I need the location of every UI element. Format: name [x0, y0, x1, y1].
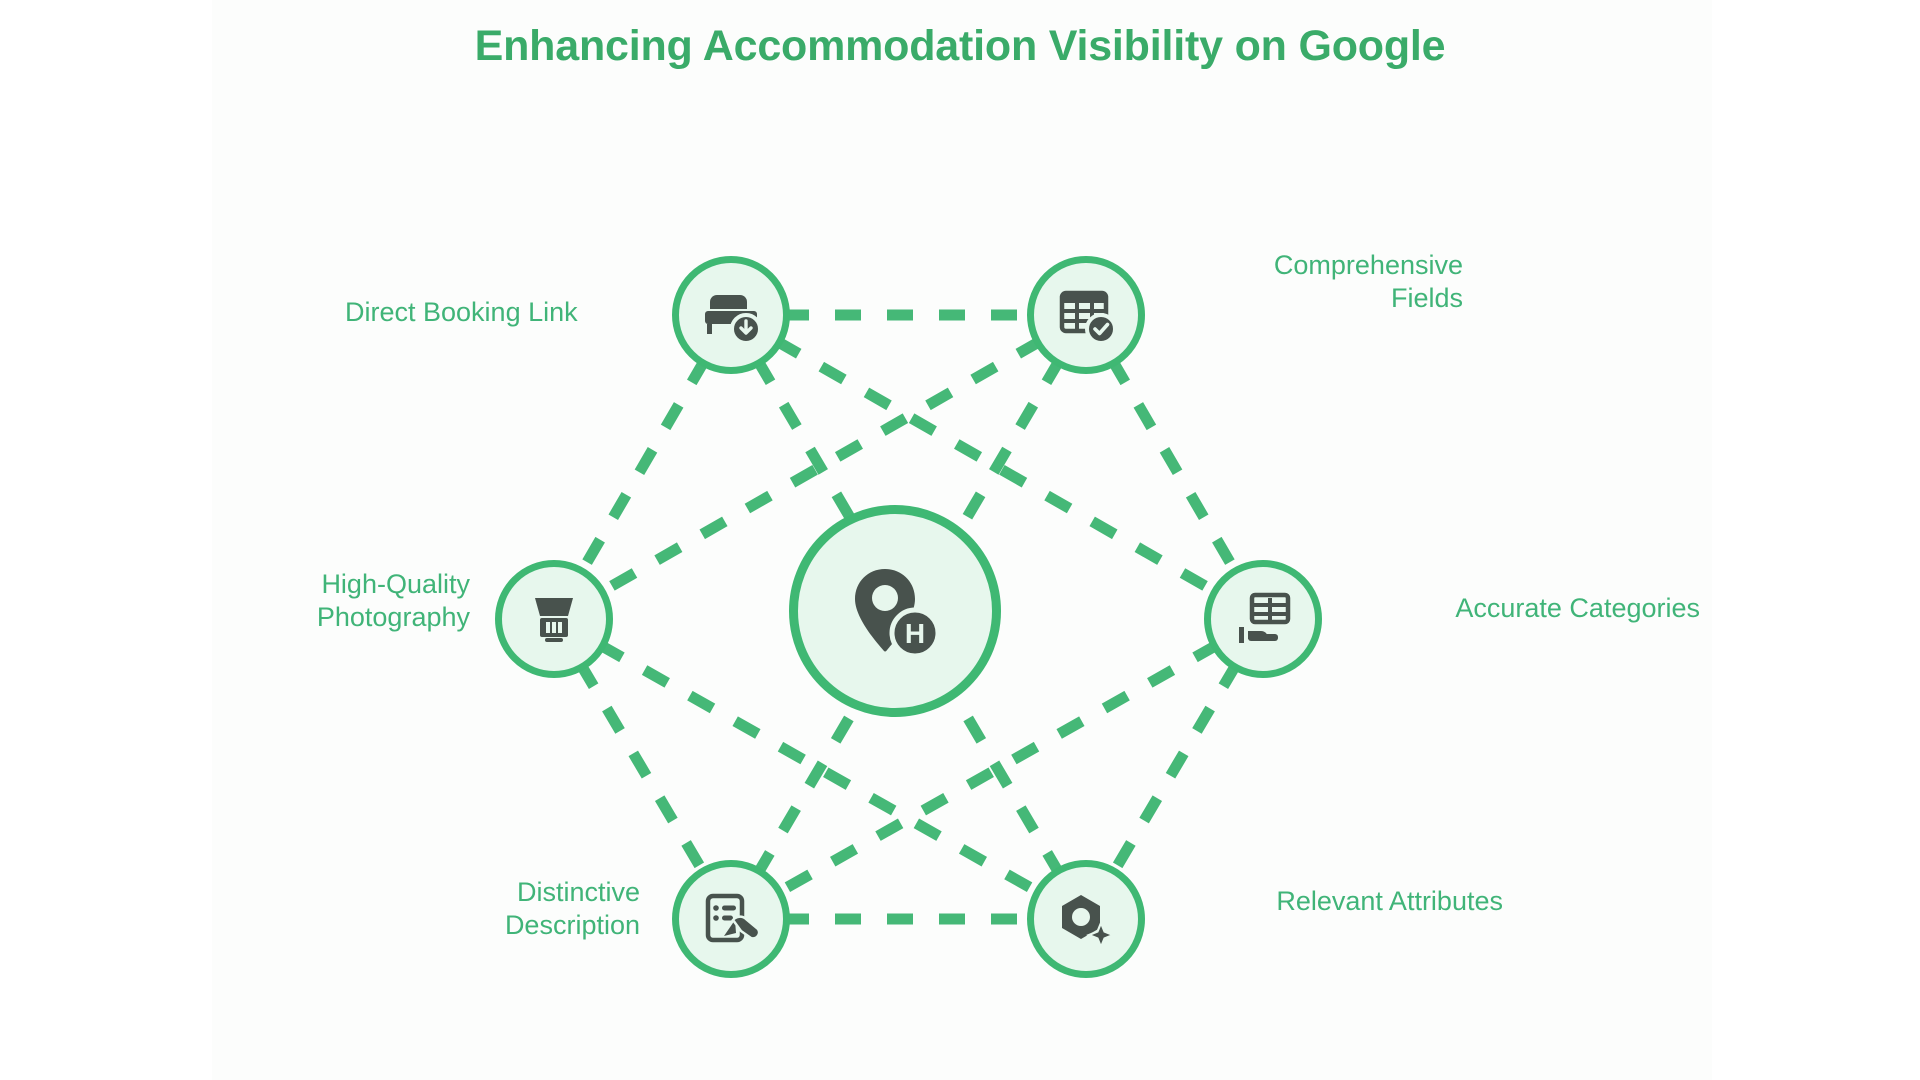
label-relevant-attributes: Relevant Attributes: [1276, 886, 1503, 916]
label-accurate-categories: Accurate Categories: [1455, 593, 1700, 623]
bed-download-icon: [701, 285, 761, 345]
node-relevant-attributes[interactable]: [1027, 860, 1145, 978]
node-direct-booking-link[interactable]: [672, 256, 790, 374]
page-title: Enhancing Accommodation Visibility on Go…: [474, 22, 1446, 70]
node-high-quality-photography[interactable]: [495, 560, 613, 678]
label-high-quality-photography: High-Quality Photography: [316, 569, 470, 632]
label-comprehensive-fields: Comprehensive Fields: [1273, 250, 1463, 313]
hub-node[interactable]: H: [789, 505, 1001, 717]
label-distinctive-description: Distinctive Description: [504, 877, 640, 940]
map-pin-hotel-icon: H: [839, 555, 951, 667]
grid-bed-icon: [1234, 590, 1292, 648]
label-direct-booking-link: Direct Booking Link: [345, 297, 578, 327]
svg-text:H: H: [905, 618, 925, 649]
table-check-icon: [1056, 285, 1116, 345]
node-distinctive-description[interactable]: [672, 860, 790, 978]
node-accurate-categories[interactable]: [1204, 560, 1322, 678]
node-comprehensive-fields[interactable]: [1027, 256, 1145, 374]
hex-nut-sparkle-icon: [1057, 890, 1115, 948]
camera-lens-icon: [527, 592, 581, 646]
document-hand-write-icon: [702, 890, 760, 948]
